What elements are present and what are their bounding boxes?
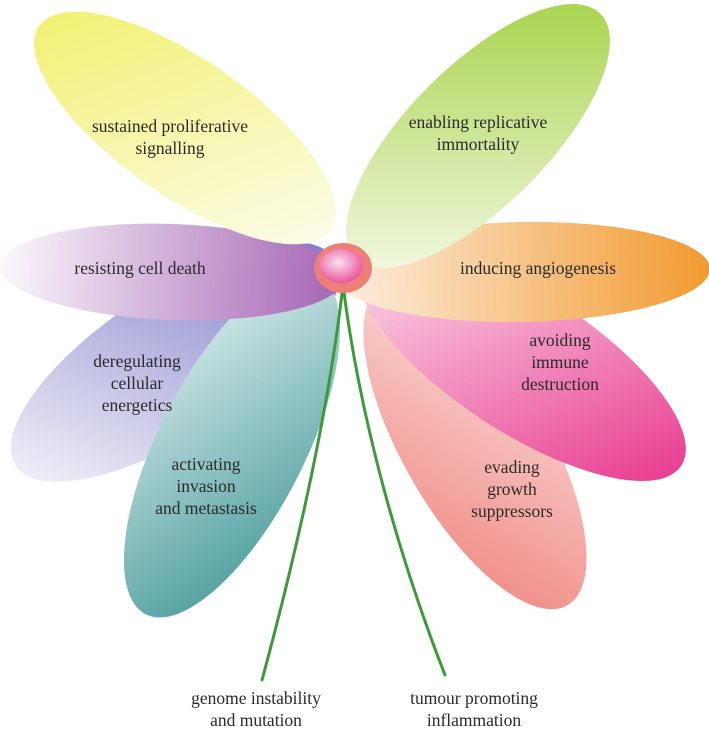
stem-genome: [260, 283, 345, 682]
label-line: evading: [484, 457, 540, 477]
label-deregulating-cellular-energetics: deregulating cellular energetics: [93, 350, 180, 416]
label-evading-growth-suppressors: evading growth suppressors: [471, 456, 553, 522]
label-line: immortality: [436, 134, 520, 154]
label-avoiding-immune-destruction: avoiding immune destruction: [521, 329, 599, 395]
petal-cell-death: [0, 223, 344, 321]
label-line: signalling: [135, 138, 205, 158]
petal-invasion: [123, 272, 341, 618]
petal-replicative: [346, 4, 610, 268]
label-line: growth: [487, 479, 537, 499]
label-line: inducing angiogenesis: [459, 258, 617, 278]
label-line: destruction: [521, 374, 599, 394]
label-line: sustained proliferative: [92, 116, 248, 136]
label-resisting-cell-death: resisting cell death: [74, 257, 205, 279]
stem-inflammation: [341, 283, 447, 677]
label-tumour-promoting-inflammation: tumour promoting inflammation: [410, 687, 538, 731]
label-line: immune: [531, 352, 589, 372]
label-genome-instability-and-mutation: genome instability and mutation: [191, 687, 321, 731]
label-line: enabling replicative: [408, 112, 548, 132]
label-enabling-replicative-immortality: enabling replicative immortality: [409, 111, 547, 155]
label-line: suppressors: [471, 501, 553, 521]
label-line: invasion: [176, 476, 236, 496]
label-line: inflammation: [426, 710, 522, 730]
label-line: activating: [171, 454, 241, 474]
label-line: genome instability: [191, 688, 321, 708]
flower-center-bud: [319, 249, 363, 283]
label-activating-invasion-and-metastasis: activating invasion and metastasis: [155, 453, 257, 519]
label-line: cellular: [110, 373, 164, 393]
label-line: resisting cell death: [74, 258, 206, 278]
label-line: avoiding: [529, 330, 591, 350]
petal-sustained: [34, 11, 336, 245]
label-line: energetics: [101, 395, 173, 415]
label-line: deregulating: [93, 351, 181, 371]
label-sustained-proliferative-signalling: sustained proliferative signalling: [92, 115, 248, 159]
label-line: and metastasis: [155, 498, 257, 518]
label-line: and mutation: [210, 710, 302, 730]
label-inducing-angiogenesis: inducing angiogenesis: [460, 257, 616, 279]
label-line: tumour promoting: [410, 688, 538, 708]
